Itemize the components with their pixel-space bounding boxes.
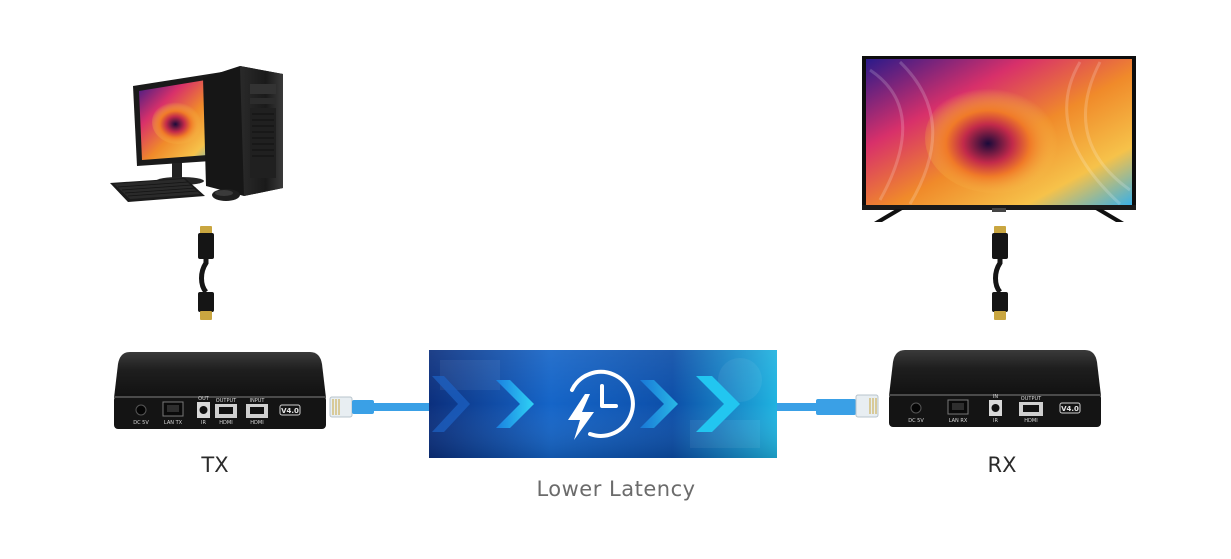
rx-port-lan-label: LAN RX	[949, 418, 968, 424]
hdmi-cable-right	[992, 226, 1008, 320]
rx-port-dc-label: DC 5V	[908, 418, 924, 424]
rx-version-badge: V4.0	[1061, 405, 1079, 413]
tx-port-hdmi-in-top-label: INPUT	[250, 398, 266, 404]
chevron-arrow-icon	[432, 376, 470, 432]
tx-port-hdmi-in-label: HDMI	[250, 420, 263, 426]
rx-port-ir-top-label: IN	[993, 394, 998, 400]
tx-label: TX	[201, 453, 229, 477]
lan-cable-right	[776, 394, 879, 418]
hdmi-cable-left	[198, 226, 214, 320]
tx-port-hdmi-out-top-label: OUTPUT	[216, 398, 237, 404]
computer-icon	[110, 66, 283, 202]
chevron-arrow-icon	[640, 380, 678, 428]
tx-port-hdmi-out-label: HDMI	[219, 420, 232, 426]
chevron-arrow-icon	[696, 376, 740, 432]
tx-port-dc-label: DC 5V	[133, 420, 149, 426]
latency-caption: Lower Latency	[536, 477, 696, 501]
tx-version-badge: V4.0	[281, 407, 299, 415]
fast-clock-icon	[568, 369, 635, 440]
rx-port-hdmi-out-top-label: OUTPUT	[1021, 396, 1042, 402]
tx-port-lan-label: LAN TX	[164, 420, 183, 426]
chevron-arrow-icon	[496, 380, 534, 428]
rx-port-hdmi-out-label: HDMI	[1024, 418, 1037, 424]
rx-port-ir-label: IR	[993, 418, 998, 424]
tx-port-ir-label: IR	[201, 420, 206, 426]
lan-cable-left	[329, 396, 432, 418]
tx-port-ir-top-label: OUT	[198, 396, 210, 402]
latency-banner	[429, 350, 777, 458]
tx-extender-device: DC 5V LAN TX OUT IR OUTPUT HDMI INPUT HD…	[114, 352, 326, 429]
rx-extender-device: DC 5V LAN RX IN IR OUTPUT HDMI V4.0	[889, 350, 1101, 427]
television-icon	[862, 56, 1136, 222]
rx-label: RX	[987, 453, 1017, 477]
